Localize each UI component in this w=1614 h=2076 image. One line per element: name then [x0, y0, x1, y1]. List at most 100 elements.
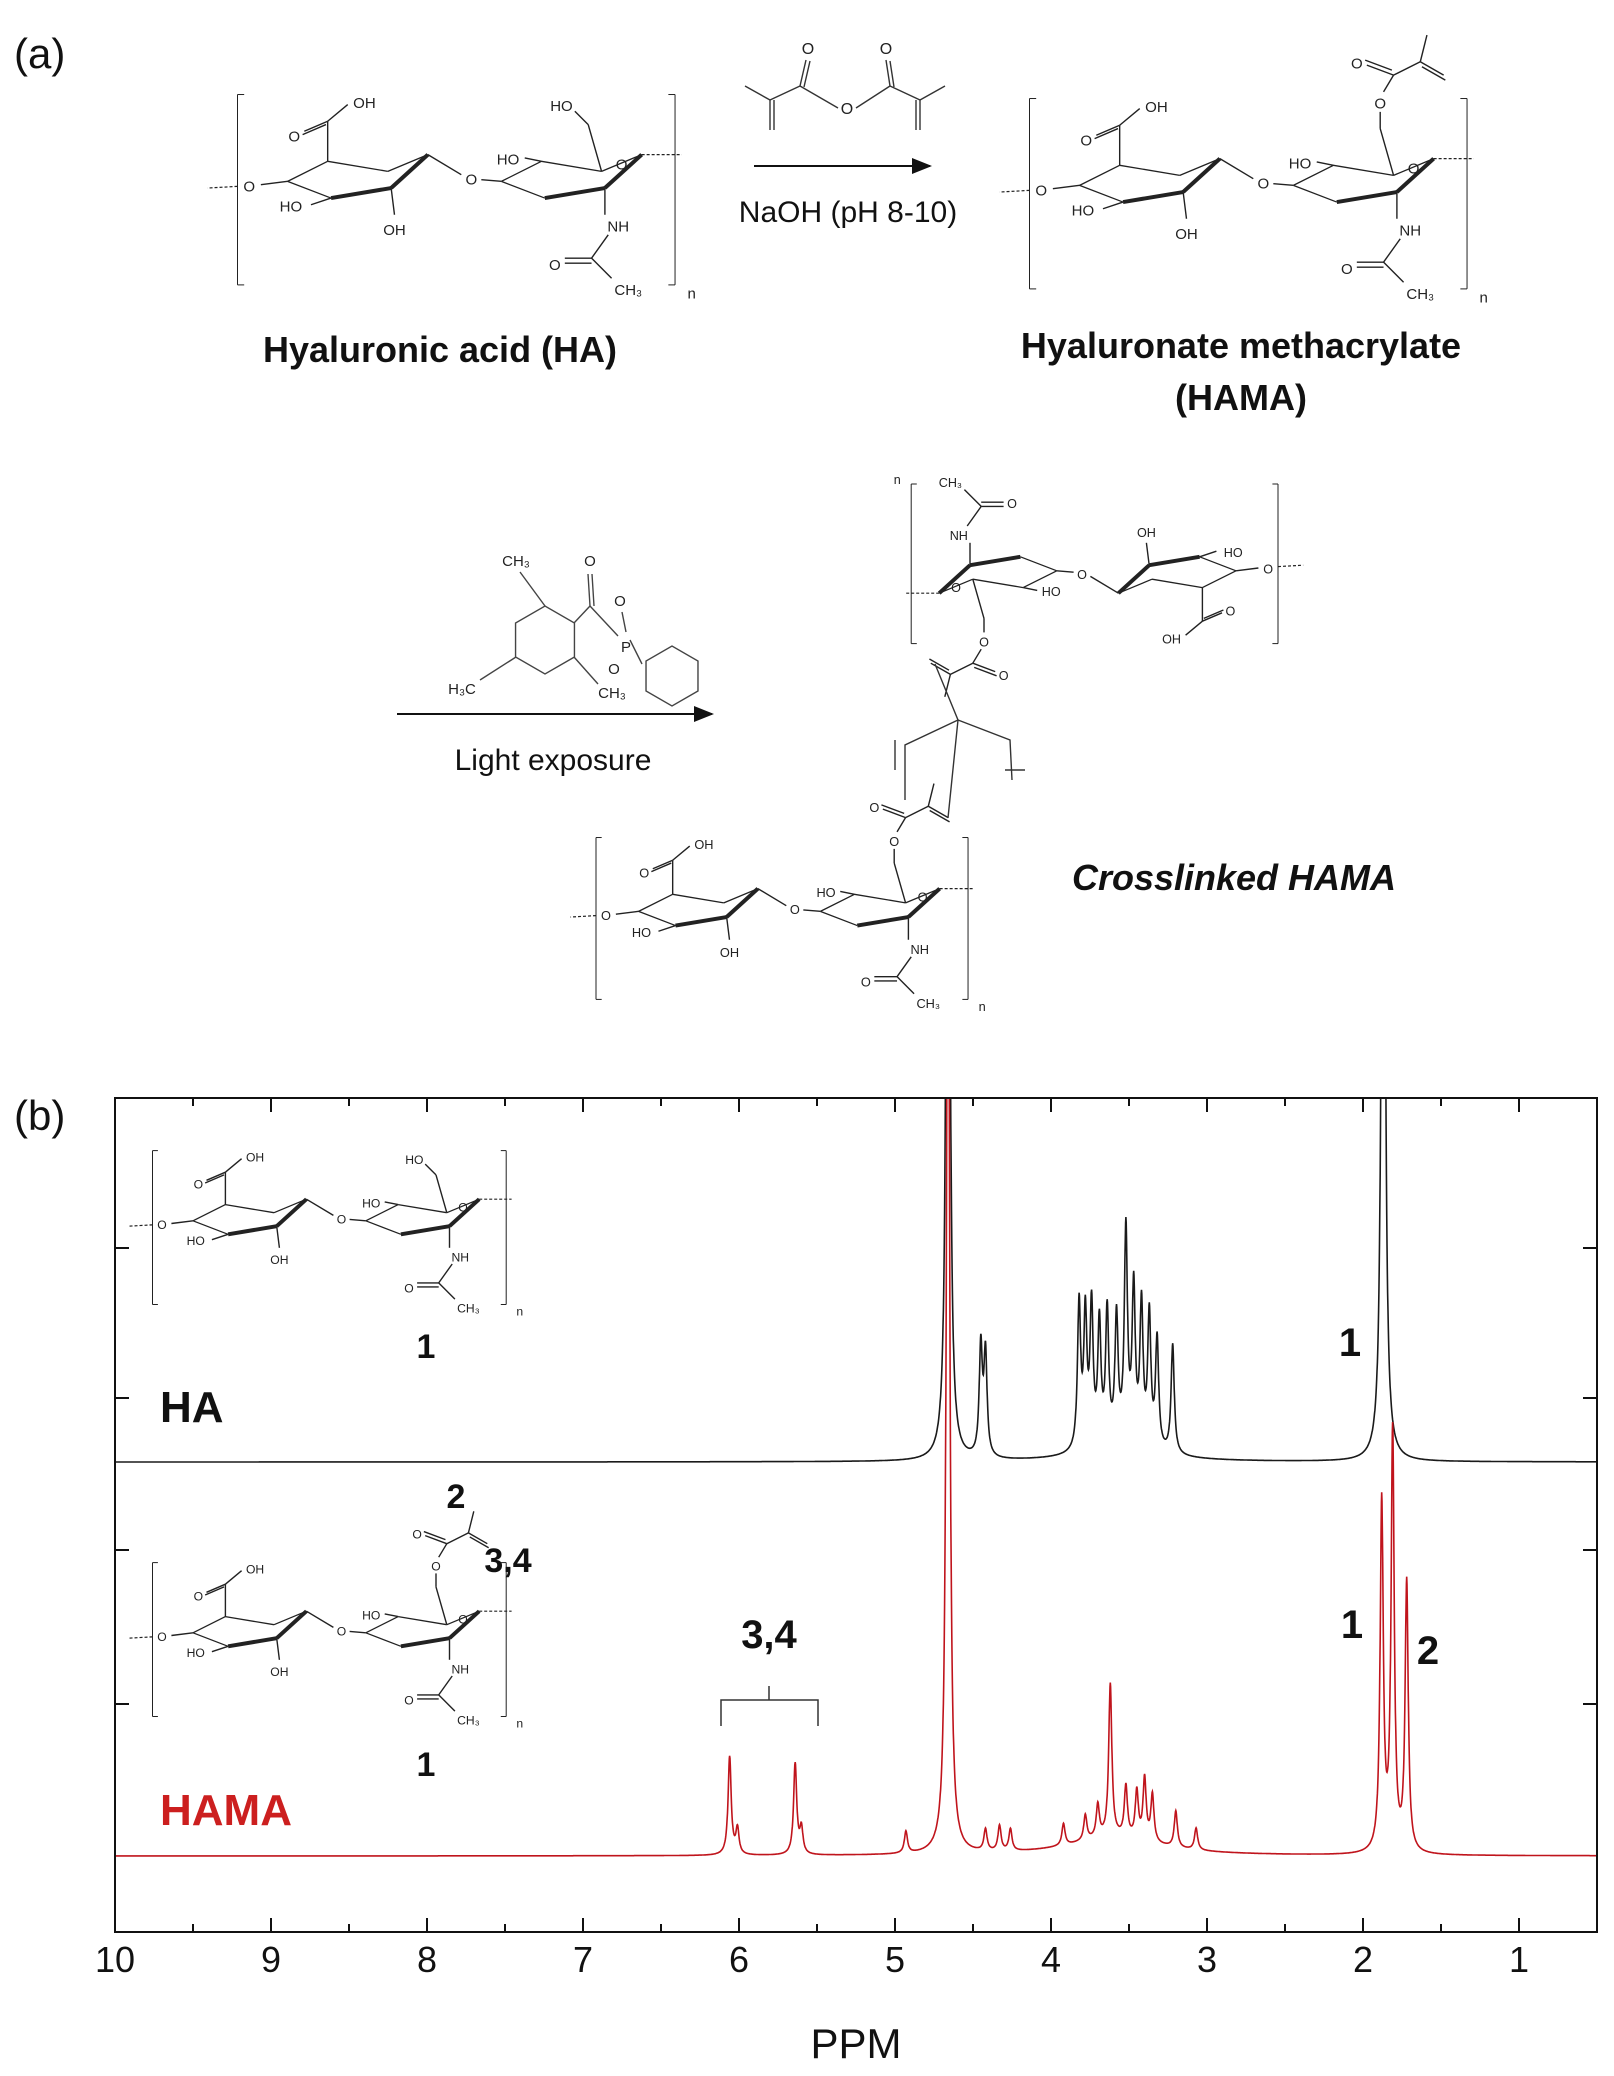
- bond: [304, 120, 328, 132]
- atom-label: CH₃: [916, 996, 940, 1011]
- x-tick-label: 2: [1353, 1939, 1373, 1980]
- atom-label: O: [1351, 55, 1363, 72]
- bond: [438, 1694, 456, 1712]
- bond: [310, 197, 332, 206]
- panel-b-label: (b): [14, 1092, 65, 1139]
- bond: [587, 573, 591, 607]
- bond: [389, 153, 430, 190]
- atom-label: OH: [1137, 526, 1156, 540]
- bond: [424, 1163, 437, 1176]
- atom-label: O: [243, 178, 255, 195]
- atom-label: HO: [362, 1196, 380, 1210]
- bond: [544, 186, 606, 201]
- bond: [1202, 570, 1237, 589]
- panel-a-label: (a): [14, 30, 65, 77]
- bond: [672, 893, 724, 904]
- bond: [330, 186, 392, 201]
- atom-label: HO: [497, 152, 520, 169]
- bond: [889, 60, 895, 88]
- bond: [192, 1204, 226, 1222]
- atom-label: O: [1080, 132, 1092, 149]
- bond: [885, 59, 891, 87]
- bond: [929, 658, 950, 671]
- bond: [820, 893, 855, 912]
- bond: [524, 157, 542, 163]
- atom-label: n: [516, 1304, 523, 1318]
- atom-label: HO: [280, 198, 303, 215]
- atom-label: O: [614, 593, 626, 610]
- atom-label: n: [516, 1716, 523, 1730]
- bond: [469, 1536, 489, 1549]
- bond: [225, 1203, 275, 1214]
- crosslink-bond: [957, 719, 1013, 781]
- bond: [573, 605, 591, 624]
- bond: [744, 85, 771, 101]
- bond: [972, 662, 996, 673]
- bond: [448, 1609, 481, 1640]
- bond: [574, 110, 589, 126]
- bond: [1395, 157, 1435, 194]
- atom-label: NH: [1399, 222, 1421, 239]
- bond: [467, 1511, 475, 1534]
- bond: [1151, 578, 1203, 589]
- bond: [275, 1609, 308, 1640]
- atom-label: HO: [1072, 202, 1095, 219]
- bond: [590, 234, 609, 259]
- ha-name: Hyaluronic acid (HA): [263, 329, 617, 370]
- atom-label: NH: [911, 942, 929, 957]
- bond: [1023, 586, 1038, 592]
- x-tick-label: 8: [417, 1939, 437, 1980]
- atom-label: O: [194, 1589, 203, 1603]
- bond: [387, 154, 429, 172]
- atom-label: O: [404, 1281, 413, 1295]
- bond: [1122, 190, 1184, 205]
- ha-spectrum-line: [116, 1099, 1596, 1463]
- bond: [481, 178, 502, 183]
- atom-label: NH: [452, 1662, 470, 1676]
- bond: [306, 1610, 334, 1629]
- bond: [927, 805, 949, 819]
- atom-label: n: [1480, 289, 1488, 306]
- bond: [206, 1583, 226, 1593]
- bond: [541, 160, 602, 172]
- bond: [840, 890, 855, 896]
- bond: [950, 662, 974, 676]
- bond: [725, 916, 731, 940]
- x-tick-label: 5: [885, 1939, 905, 1980]
- atom-label: CH₃: [939, 476, 962, 490]
- bond: [519, 571, 546, 607]
- bond: [972, 579, 985, 619]
- bond: [501, 160, 542, 182]
- bond: [1382, 238, 1401, 263]
- atom-label: O: [404, 1693, 413, 1707]
- bond: [365, 1616, 399, 1634]
- light-exposure-label: Light exposure: [455, 744, 652, 777]
- atom-label: O: [194, 1177, 203, 1191]
- bond: [1293, 184, 1338, 203]
- atom-label: O: [458, 1200, 467, 1214]
- bond: [1382, 74, 1395, 93]
- atom-label: O: [608, 661, 620, 678]
- bond: [128, 1636, 153, 1639]
- atom-label: O: [880, 41, 892, 58]
- bond: [1293, 164, 1334, 186]
- bond: [211, 1233, 229, 1241]
- hama-spectrum-label: HAMA: [160, 1786, 292, 1835]
- bond: [192, 1632, 229, 1647]
- atom-label: HO: [362, 1608, 380, 1622]
- bond: [651, 862, 672, 873]
- atom-label: CH₃: [457, 1714, 480, 1728]
- bond: [1383, 261, 1405, 283]
- atom-label: NH: [452, 1250, 470, 1264]
- atom-label: O: [802, 41, 814, 58]
- bond: [927, 783, 935, 807]
- atom-label: O: [412, 1527, 421, 1541]
- bond: [349, 1218, 366, 1222]
- atom-label: OH: [720, 945, 739, 960]
- bond: [573, 656, 599, 685]
- bond: [438, 1543, 448, 1558]
- bond: [438, 1263, 453, 1284]
- bond: [227, 1636, 278, 1649]
